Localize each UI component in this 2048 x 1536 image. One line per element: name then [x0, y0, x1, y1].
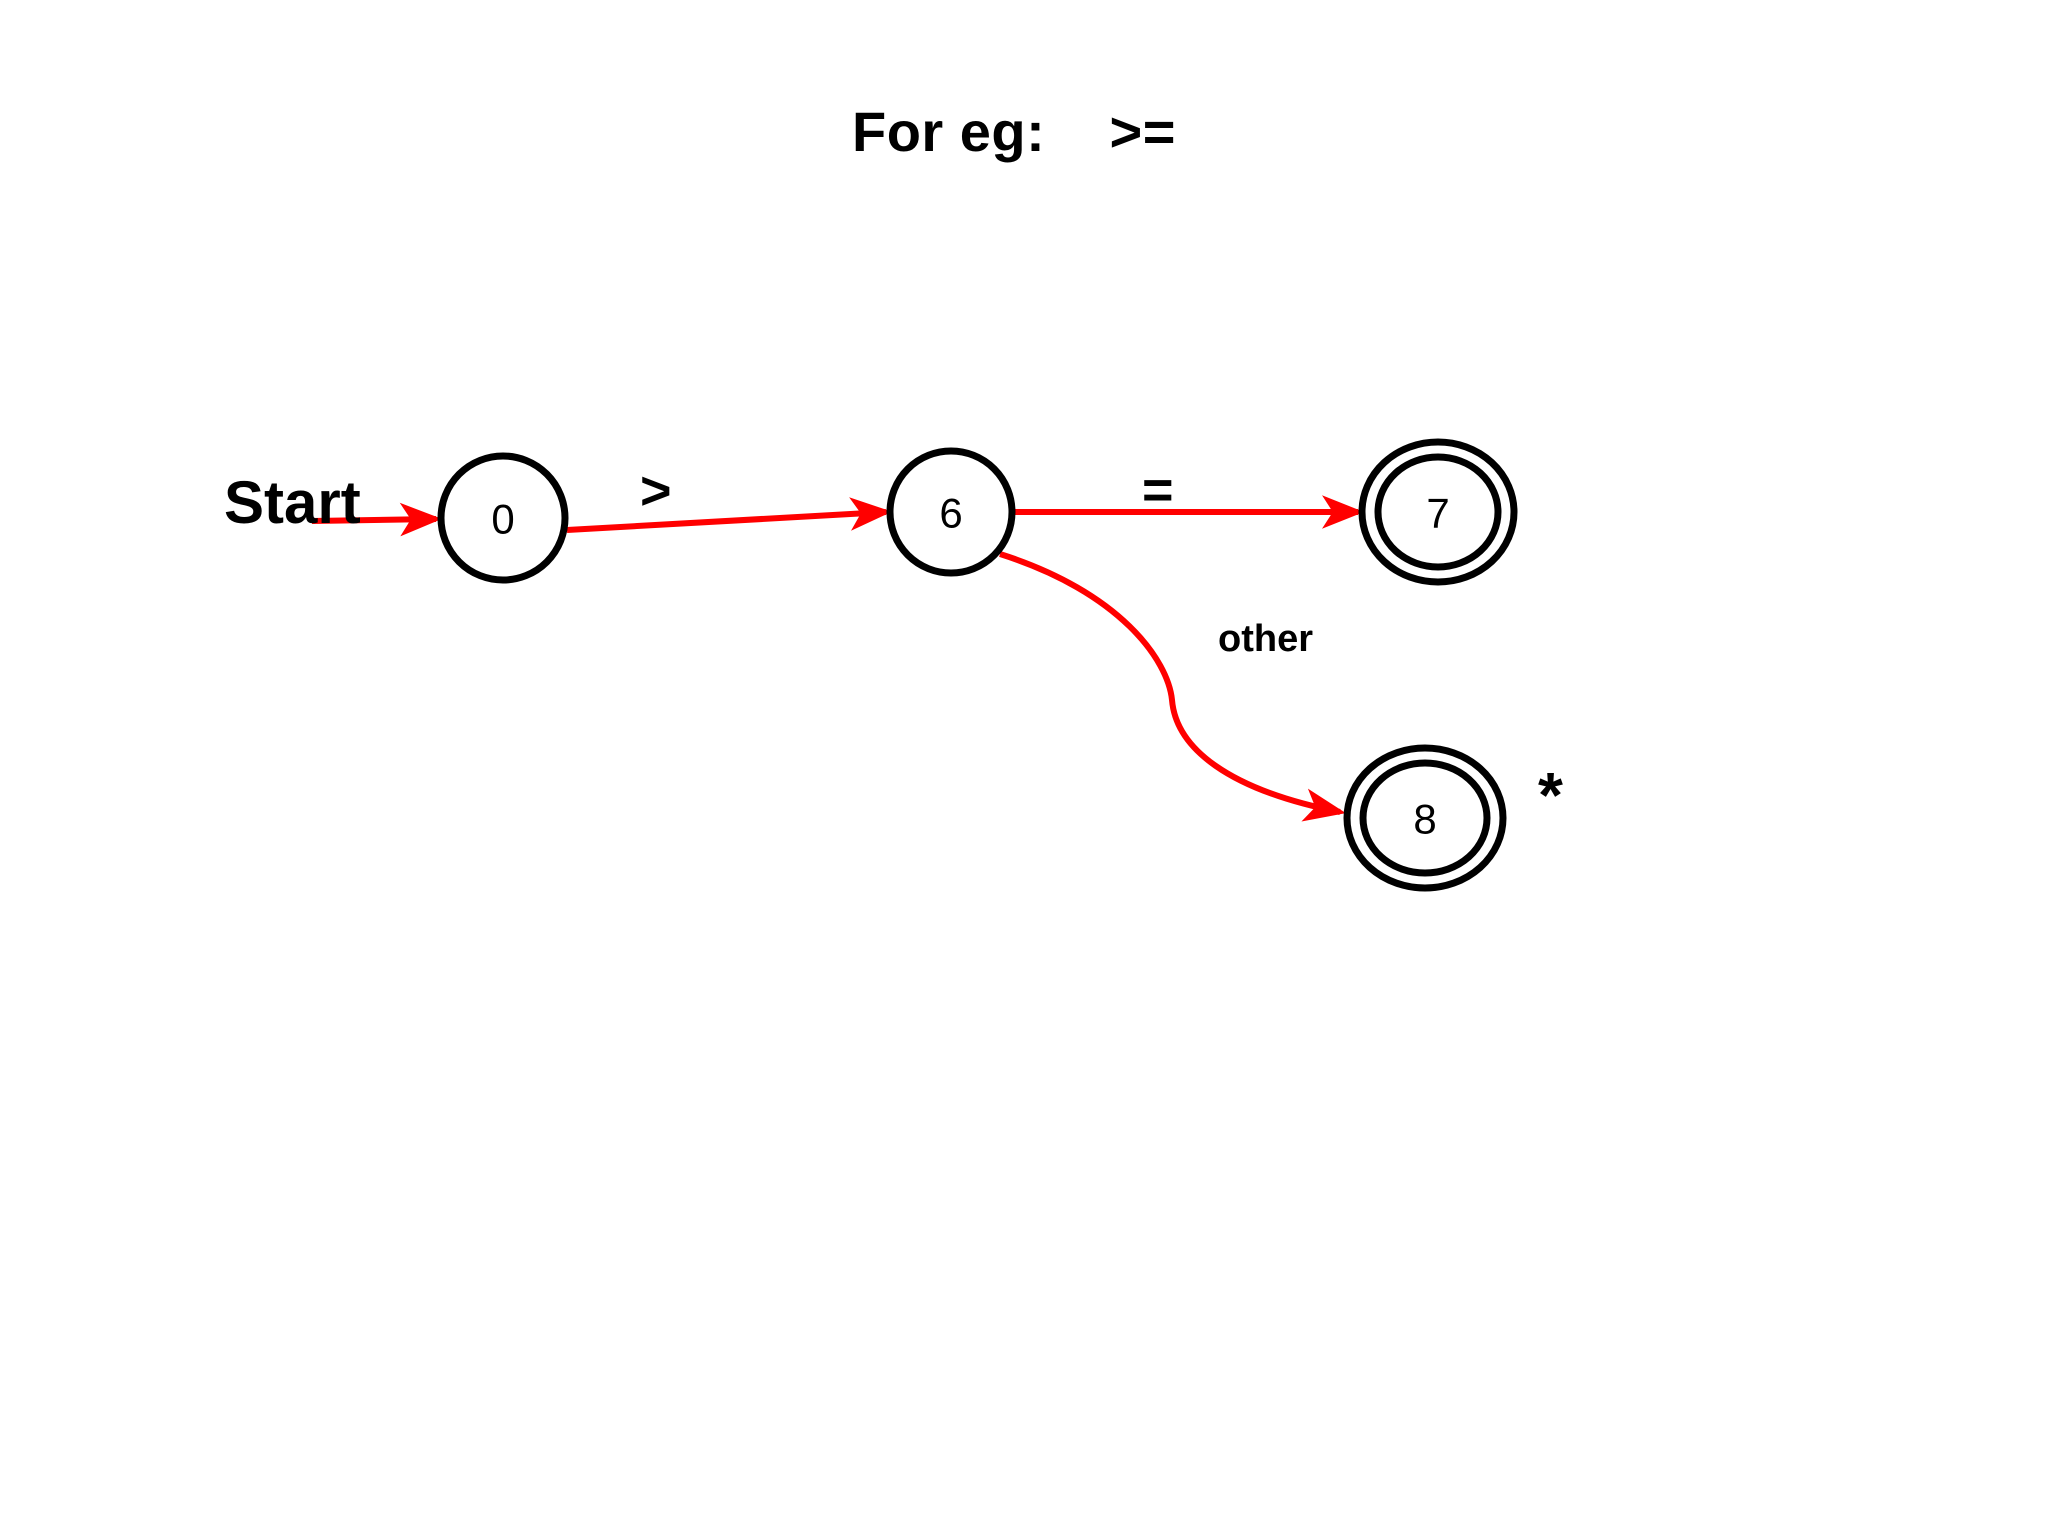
state-node-6[interactable]: 6: [886, 447, 1016, 577]
page-title: For eg: >=: [852, 100, 1176, 163]
retract-asterisk-marker: *: [1538, 759, 1563, 831]
state-7-label: 7: [1426, 490, 1449, 537]
edge-start-to-0: [311, 502, 442, 537]
start-label: Start: [224, 469, 361, 536]
state-6-label: 6: [939, 490, 962, 537]
edge-label-greater-than: >: [640, 461, 672, 521]
state-0-label: 0: [491, 496, 514, 543]
state-6-circle: [886, 447, 1016, 577]
state-node-8[interactable]: 8: [1343, 744, 1507, 892]
state-8-label: 8: [1413, 796, 1436, 843]
state-8-inner-circle: [1359, 759, 1491, 877]
state-7-inner-circle: [1374, 453, 1502, 571]
state-node-7[interactable]: 7: [1358, 438, 1518, 586]
state-0-circle: [437, 452, 569, 584]
edge-6-to-8: [999, 551, 1346, 822]
edge-label-other: other: [1218, 618, 1313, 660]
edge-0-to-6: [566, 497, 892, 533]
edge-label-equals: =: [1142, 460, 1174, 520]
state-node-0[interactable]: 0: [437, 452, 569, 584]
